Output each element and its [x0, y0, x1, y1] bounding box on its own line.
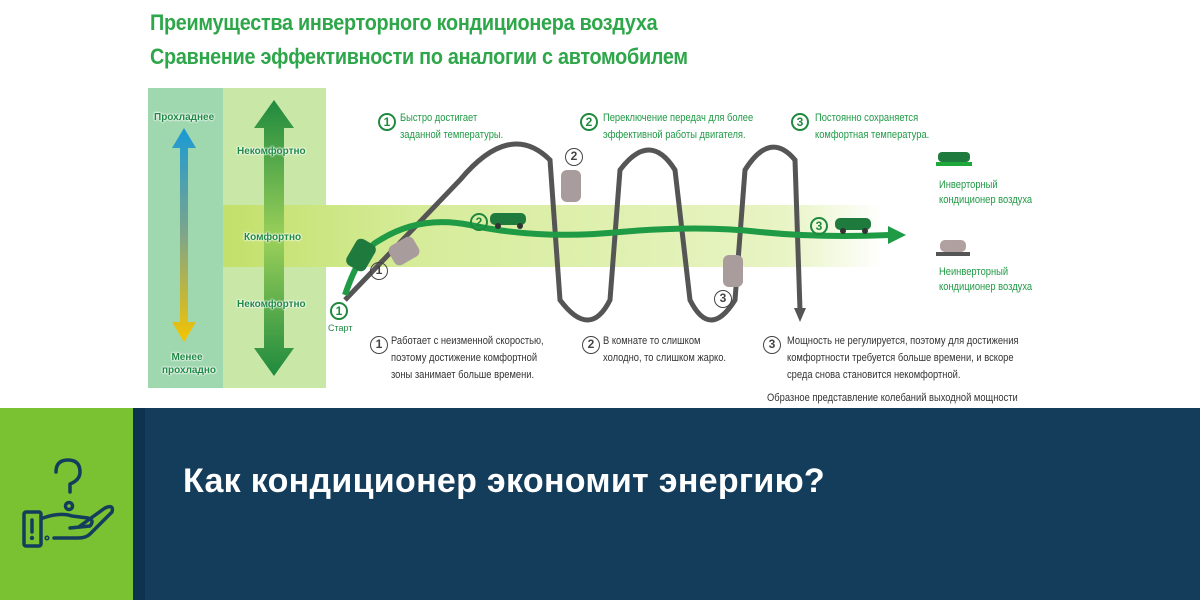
note-number: 1	[370, 336, 388, 354]
legend-inverter: Инверторный кондиционер воздуха	[939, 178, 1032, 208]
note-line: Быстро достигает	[400, 112, 478, 124]
hand-question-icon	[22, 458, 115, 548]
scale-cooler-label: Прохладнее	[154, 112, 215, 123]
note-number: 1	[378, 113, 396, 131]
temperature-arrow	[172, 128, 196, 342]
legend-inverter-car-icon	[936, 152, 972, 166]
title-banner	[0, 408, 1200, 600]
note-line: комфортная температура.	[815, 129, 930, 141]
noninverter-note-1: Работает с неизменной скоростью, поэтому …	[391, 333, 544, 384]
infographic-subtitle: Сравнение эффективности по аналогии с ав…	[150, 44, 688, 69]
scale-less-cool-label: Менее прохладно	[162, 351, 216, 377]
divider-stripe	[133, 408, 145, 600]
note-line: эффективной работы двигателя.	[603, 129, 746, 141]
inverter-note-1: Быстро достигает заданной температуры.	[400, 110, 503, 144]
note-line: поэтому достижение комфортной	[391, 352, 538, 364]
note-number: 2	[582, 336, 600, 354]
note-line: Переключение передач для более	[603, 112, 754, 124]
headline: Как кондиционер экономит энергию?	[183, 462, 826, 500]
inverter-arrowhead	[888, 226, 906, 244]
note-line: Постоянно сохраняется	[815, 112, 919, 124]
note-line: В комнате то слишком	[603, 335, 701, 347]
path-marker-k2: 2	[565, 148, 583, 166]
non-inverter-path	[343, 141, 803, 323]
diagram-graphics	[172, 100, 972, 376]
note-line: зоны занимает больше времени.	[391, 369, 535, 381]
legend-line: кондиционер воздуха	[939, 281, 1033, 293]
inverter-note-2: Переключение передач для более эффективно…	[603, 110, 753, 144]
path-marker-k1: 1	[370, 262, 388, 280]
noninverter-note-3: Мощность не регулируется, поэтому для до…	[787, 333, 1018, 384]
icon-panel	[0, 408, 133, 600]
note-number: 2	[580, 113, 598, 131]
legend-line: Неинверторный	[939, 266, 1009, 278]
noninverter-car-icon	[561, 170, 581, 202]
path-marker-k3: 3	[714, 290, 732, 308]
path-marker-2: 2	[470, 213, 488, 231]
legend-line: кондиционер воздуха	[939, 194, 1033, 206]
infographic-title: Преимущества инверторного кондиционера в…	[150, 10, 658, 35]
uncomfortable-bottom-label: Некомфортно	[237, 299, 306, 310]
start-marker: 1	[330, 302, 348, 320]
note-line: Работает с неизменной скоростью,	[391, 335, 544, 347]
legend-noninverter-car-icon	[936, 240, 970, 256]
comfort-arrow	[254, 100, 294, 376]
note-number: 3	[791, 113, 809, 131]
comfortable-label: Комфортно	[244, 232, 302, 243]
legend-line: Инверторный	[939, 179, 998, 191]
legend-noninverter: Неинверторный кондиционер воздуха	[939, 265, 1032, 295]
start-label: Старт	[328, 323, 353, 333]
scale-less-cool-text: Менее прохладно	[162, 352, 216, 376]
note-number: 3	[763, 336, 781, 354]
path-marker-3: 3	[810, 217, 828, 235]
note-line: Мощность не регулируется, поэтому для до…	[787, 335, 1019, 347]
note-line: холодно, то слишком жарко.	[603, 352, 727, 364]
note-line: заданной температуры.	[400, 129, 504, 141]
noninverter-car-icon	[723, 255, 743, 287]
noninverter-note-2: В комнате то слишком холодно, то слишком …	[603, 333, 726, 367]
inverter-car-icon	[346, 238, 376, 272]
inverter-note-3: Постоянно сохраняется комфортная температ…	[815, 110, 929, 144]
inverter-path	[342, 219, 891, 296]
note-line: комфортности требуется больше времени, и…	[787, 352, 1014, 364]
inverter-car-icon	[490, 213, 526, 229]
inverter-car-icon	[835, 218, 871, 234]
note-line: среда снова становится некомфортной.	[787, 369, 961, 381]
noninverter-car-icon	[388, 236, 420, 266]
uncomfortable-top-label: Некомфортно	[237, 146, 306, 157]
caption: Образное представление колебаний выходно…	[767, 392, 1018, 404]
